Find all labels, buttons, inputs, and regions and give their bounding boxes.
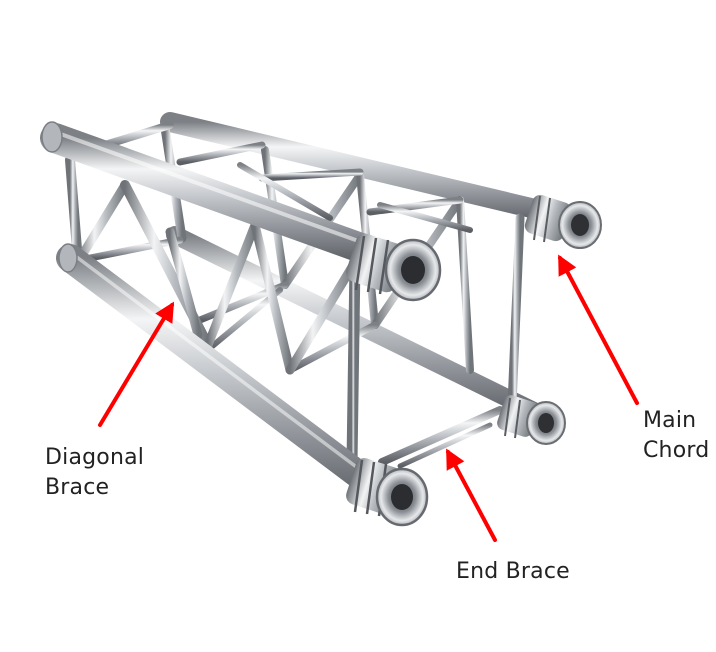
label-main-chord: Main Chord [643,406,709,466]
label-diagonal-brace-line1: Diagonal [45,445,145,470]
chord-end-caps [41,121,602,527]
cap-back-top [524,194,602,249]
annotation-arrows [98,254,639,542]
cap-left-bottom [58,243,78,273]
label-diagonal-brace: Diagonal Brace [45,443,144,503]
label-main-chord-line2: Chord [643,438,710,463]
label-end-brace-text: End Brace [456,559,570,584]
cap-back-bottom [497,395,566,445]
arrow-end-brace [446,448,497,542]
arrow-main-chord [558,254,639,405]
cap-left-top [41,121,63,153]
truss-front-braces [65,155,361,468]
front-top-chord [40,123,415,277]
label-end-brace: End Brace [456,557,570,587]
label-diagonal-brace-line2: Brace [45,475,110,500]
cap-front-top [346,233,442,302]
arrow-diagonal-brace [98,301,175,427]
cap-front-bottom [346,458,429,527]
front-bottom-chord [56,244,409,516]
label-main-chord-line1: Main [643,408,697,433]
